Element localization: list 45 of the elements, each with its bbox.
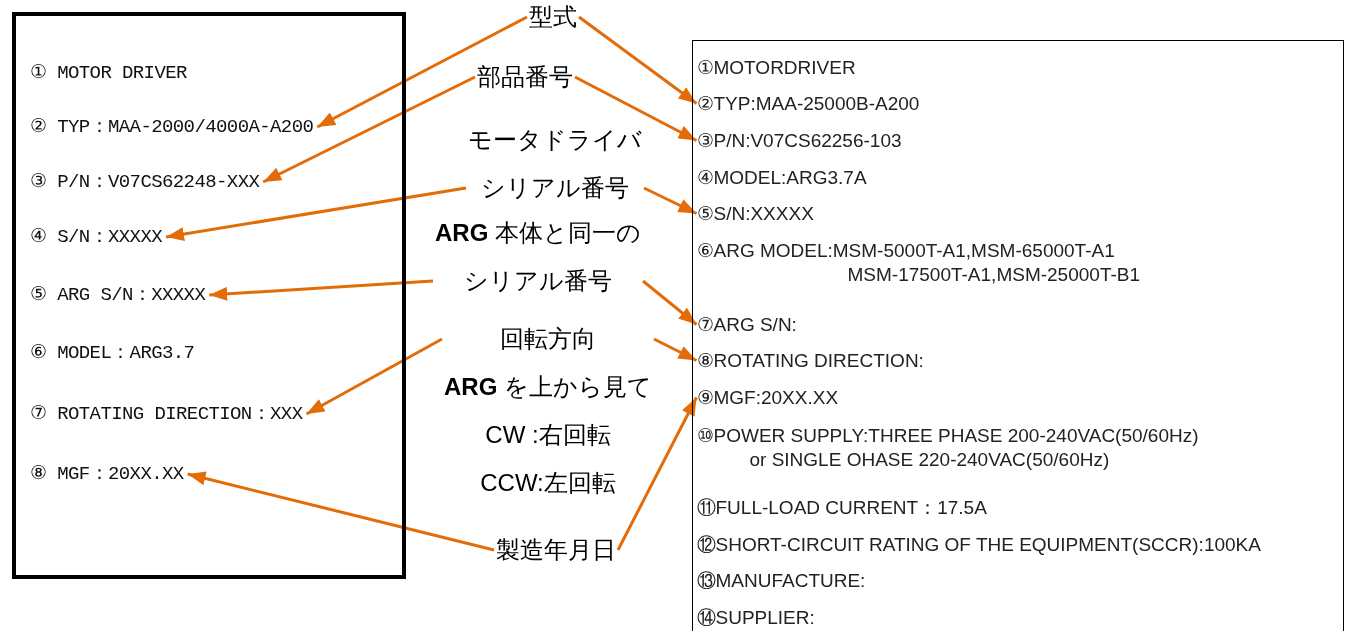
plate-text-line: ①MOTORDRIVER [696,55,856,80]
note-text: CW :右回転 [484,420,612,450]
callout-label: 型式 [529,0,577,41]
plate-text-line: ② TYP：MAA-2000/4000A-A200 [30,115,314,139]
plate-text-line: ⑨MGF:20XX.XX [696,385,839,410]
label-plate [12,12,406,579]
plate-text-line: ③P/N:V07CS62256-103 [696,128,902,153]
plate-text-line: ⑦ARG S/N: [696,312,797,337]
arrow [262,75,476,184]
arrow [616,396,698,551]
arrow [187,471,495,552]
arrow [578,15,698,105]
plate-text-line: ④MODEL:ARG3.7A [696,165,867,190]
arrow [642,279,698,326]
arrow [209,279,434,301]
callout-label: モータドライバシリアル番号 [468,116,642,212]
arrow [305,337,443,416]
plate-text-line: ⑥ARG MODEL:MSM-5000T-A1,MSM-65000T-A1 MSM-17500T-A1,MSM-25000T-B1 [696,238,1140,300]
plate-text-line: ⑤ ARG S/N：XXXXX [30,283,206,307]
plate-text-line: ⑥ MODEL：ARG3.7 [30,341,195,365]
plate-text-line: ⑭SUPPLIER: [696,605,815,630]
callout-label: ARG 本体と同一のシリアル番号 [435,209,641,305]
callout-label: 回転方向 [499,324,597,354]
arrow [574,75,698,142]
callout-label: 部品番号 [477,53,573,101]
plate-text-line: ④ S/N：XXXXX [30,225,163,249]
plate-text-line: ⑬MANUFACTURE: [696,568,866,593]
plate-text-line: ⑩POWER SUPPLY:THREE PHASE 200-240VAC(50/60Hz) or SINGLE OHASE 220-240VAC(50/60Hz) [696,423,1199,485]
plate-text-line: ②TYP:MAA-25000B-A200 [696,91,920,116]
plate-text-line: ⑦ ROTATING DIRECTION：XXX [30,402,303,426]
plate-text-line: ⑪FULL-LOAD CURRENT：17.5A [696,495,987,520]
arrow [653,337,698,362]
label-plate [692,40,1344,631]
plate-text-line: ⑫SHORT-CIRCUIT RATING OF THE EQUIPMENT(SCCR):100KA [696,532,1261,557]
arrow [165,186,467,241]
arrow [643,186,698,215]
note-text: ARG を上から見て [444,372,652,402]
plate-text-line: ⑧ MGF：20XX.XX [30,462,184,486]
arrow [316,15,528,129]
plate-text-line: ① MOTOR DRIVER [30,61,187,85]
note-text: CCW:左回転 [479,468,617,498]
plate-text-line: ⑧ROTATING DIRECTION: [696,348,924,373]
plate-text-line: ③ P/N：V07CS62248-XXX [30,170,260,194]
plate-text-line: ⑤S/N:XXXXX [696,201,814,226]
callout-label: 製造年月日 [496,526,616,574]
